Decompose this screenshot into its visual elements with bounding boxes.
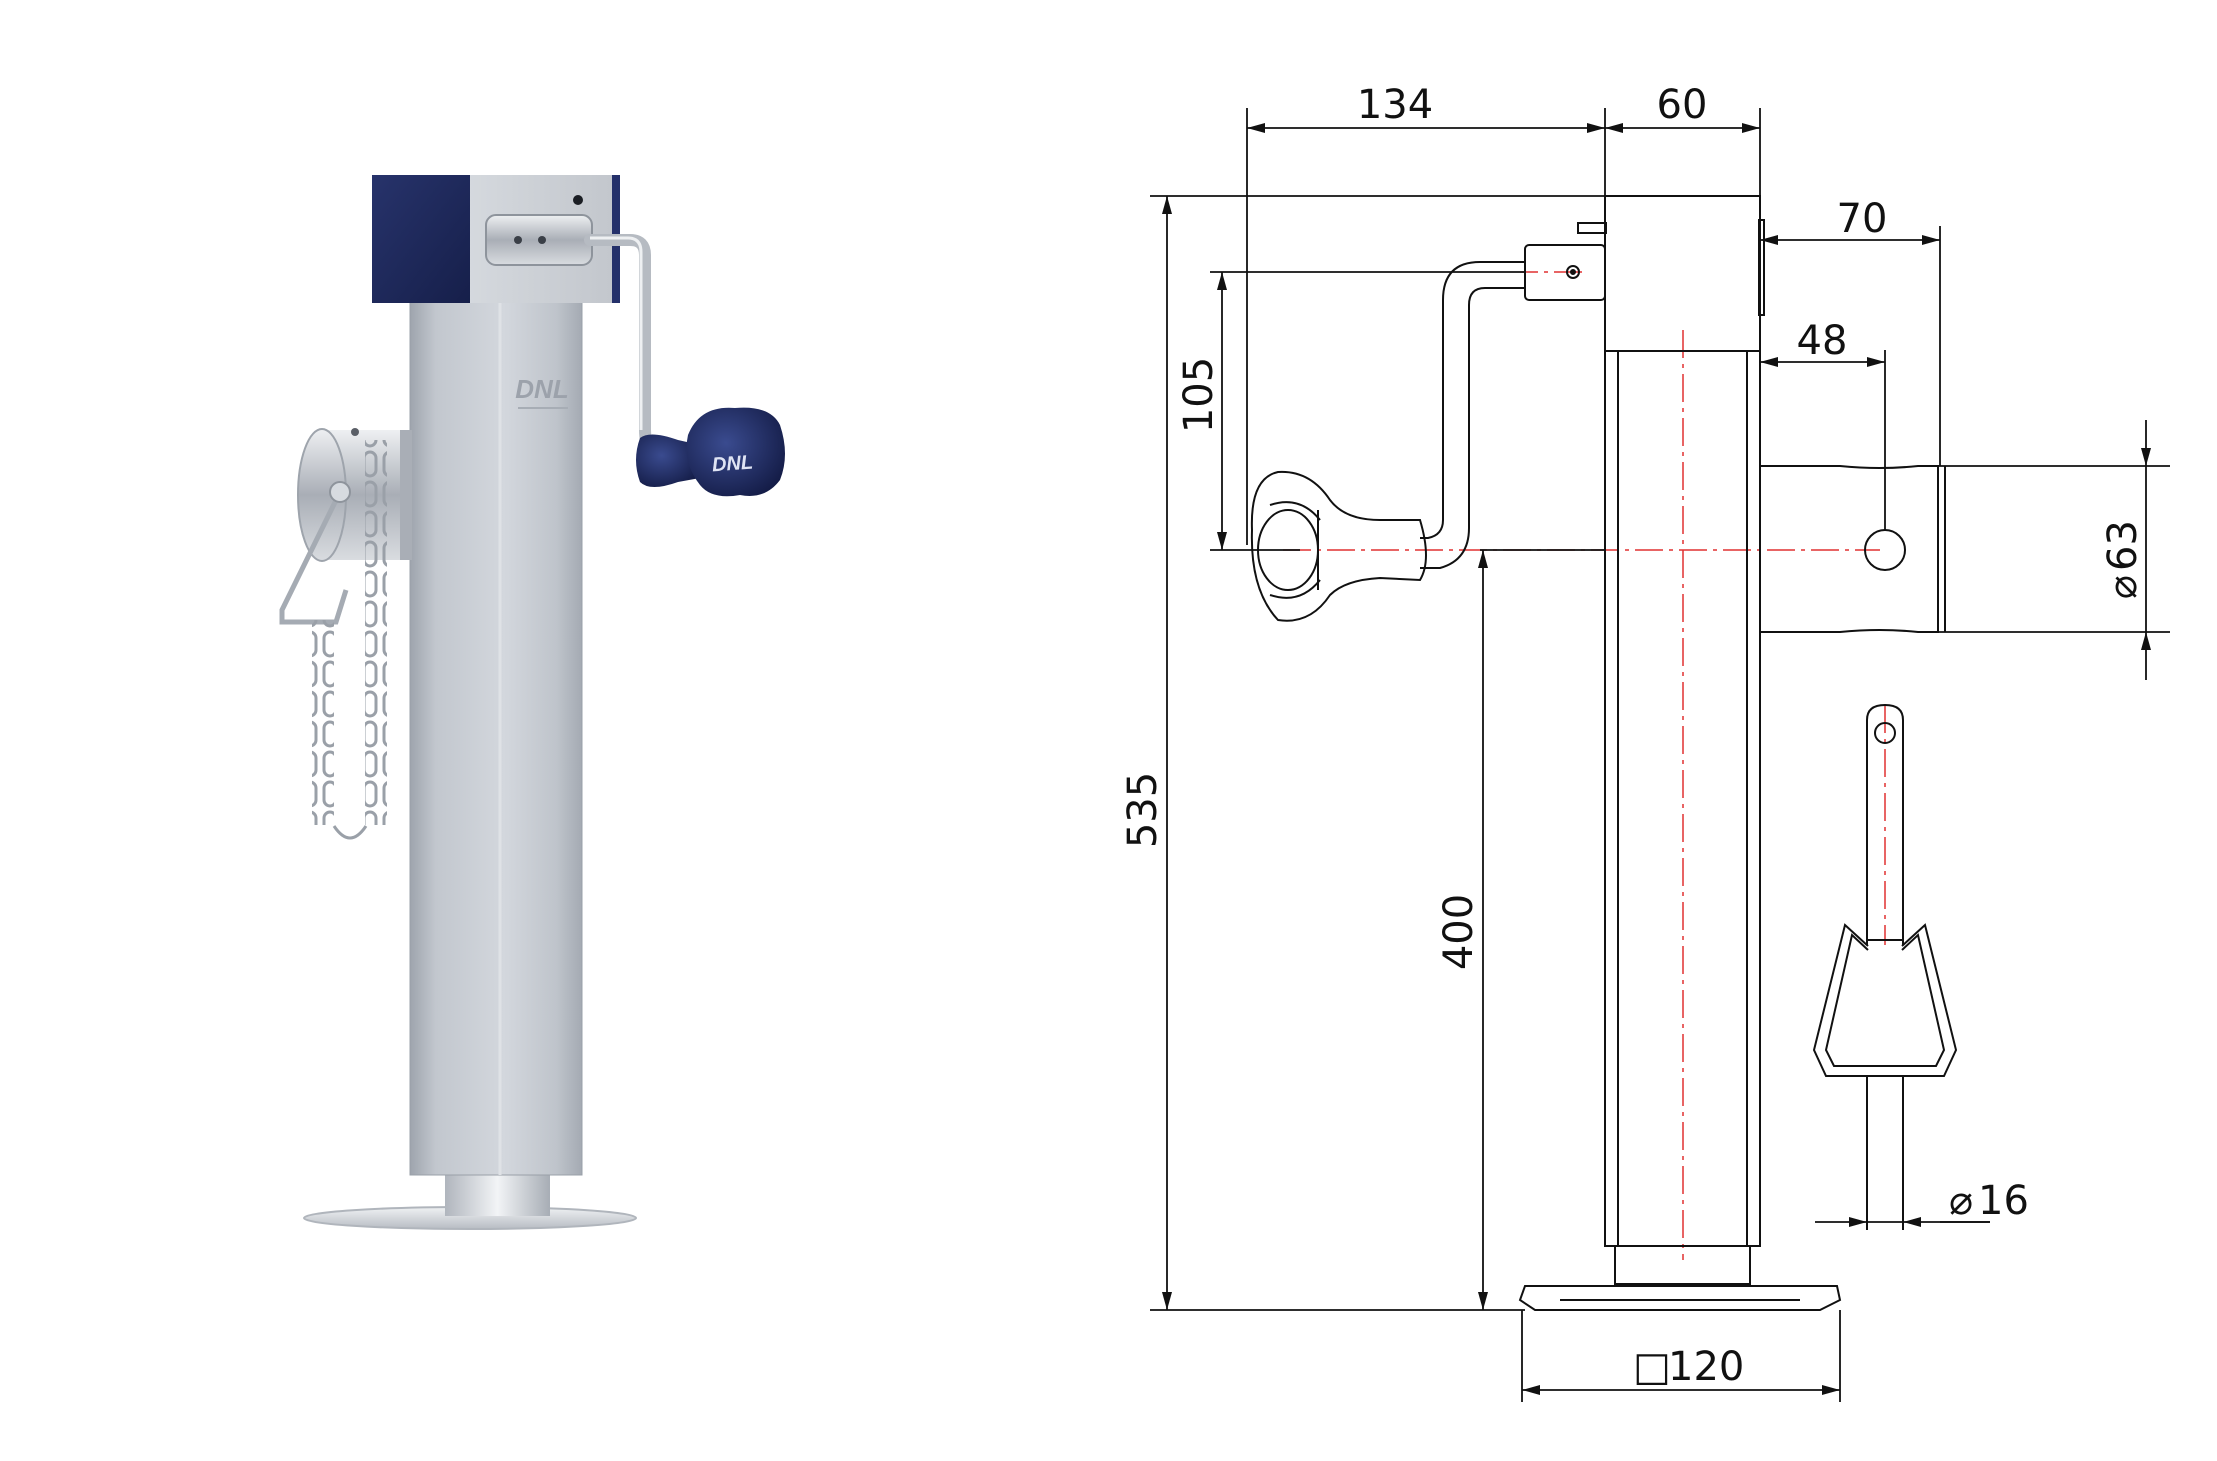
- dim-crank-drop: 105: [1176, 357, 1222, 433]
- dimension-lines: [1150, 108, 2170, 1402]
- drawing-crank: [1420, 244, 1606, 569]
- dim-tube-diameter-symbol: ⌀: [2100, 575, 2146, 599]
- product-render: DNL DNL: [279, 175, 785, 1230]
- render-inner-tube: [445, 1172, 550, 1216]
- render-pin-ring: [279, 486, 349, 625]
- drawing-inner-tube: [1614, 1245, 1751, 1285]
- dim-handle-reach: 134: [1357, 82, 1433, 128]
- dim-pin-diameter: 16: [1978, 1178, 2029, 1224]
- drawing-side-tube: [1759, 465, 1946, 633]
- technical-drawing: [1150, 108, 2170, 1402]
- drawing-foot-plate: [1518, 1285, 1842, 1311]
- render-post: [409, 299, 583, 1176]
- dim-footplate-symbol: □: [1633, 1344, 1671, 1390]
- drawing-pin: [1812, 703, 1958, 1230]
- dim-overall-height: 535: [1120, 772, 1166, 848]
- dimension-labels: 134 60 70 48 105 535 400 ⌀ 63 ⌀ 16 □ 120: [1120, 82, 2146, 1390]
- render-chain: [365, 440, 387, 825]
- dim-footplate-size: 120: [1668, 1344, 1744, 1390]
- dim-housing-width: 60: [1657, 82, 1708, 128]
- dim-pin-hole-offset: 48: [1797, 318, 1848, 364]
- render-post-brand: DNL: [515, 374, 568, 404]
- centerlines: [1283, 271, 1886, 1260]
- dim-pin-diameter-symbol: ⌀: [1949, 1178, 1973, 1224]
- dim-axle-offset: 70: [1837, 196, 1888, 242]
- drawing-housing: [1604, 195, 1761, 352]
- dim-tube-diameter: 63: [2100, 520, 2146, 571]
- render-crank-knob: DNL: [636, 407, 785, 497]
- render-knob-brand: DNL: [711, 452, 754, 477]
- dim-lower-height: 400: [1436, 894, 1482, 970]
- render-navy-cap: [372, 175, 470, 303]
- drawing-knob: [1250, 470, 1427, 622]
- dimension-arrows: [1162, 123, 2151, 1395]
